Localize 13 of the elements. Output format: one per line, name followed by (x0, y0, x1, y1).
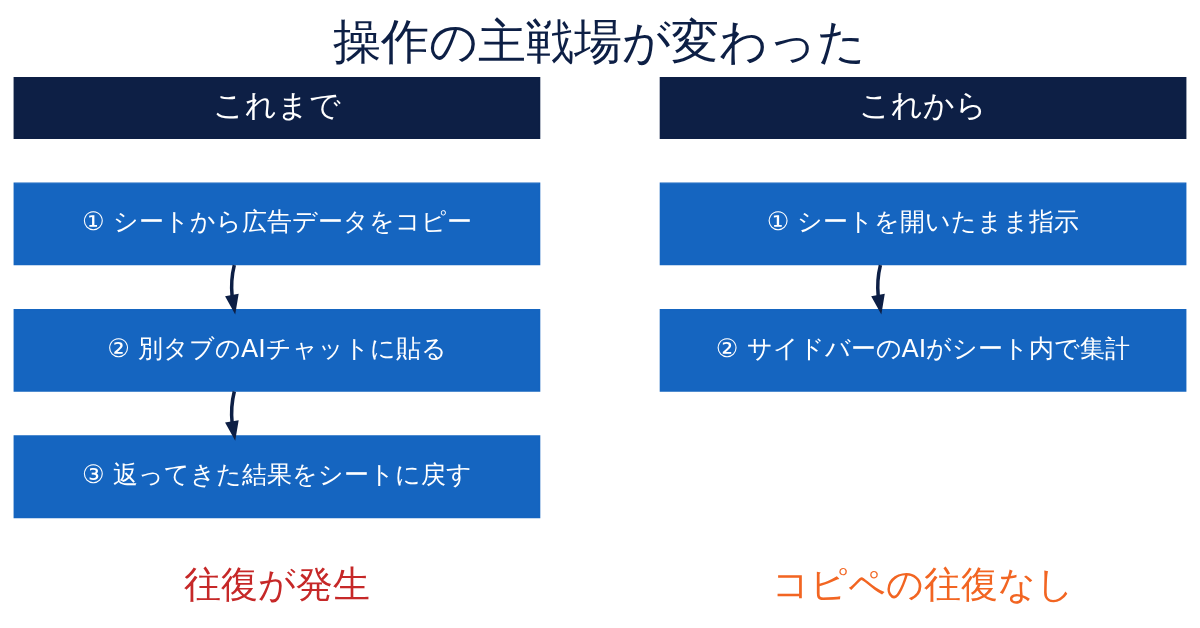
arrow (225, 390, 239, 441)
arrow (225, 264, 239, 314)
node-box: ② サイドバーのAIがシート内で集計 (659, 308, 1187, 392)
arrow (871, 264, 885, 314)
label: 往復が発生 (183, 562, 370, 606)
diagram-title: 操作の主戦場が変わった (333, 13, 867, 69)
node-box: ③ 返ってきた結果をシートに戻す (13, 434, 541, 518)
node-box: ② 別タブのAIチャットに貼る (13, 308, 541, 392)
label: コピペの往復なし (772, 562, 1075, 606)
node-box: ① シートから広告データをコピー (13, 181, 541, 265)
node-box: これから (659, 76, 1187, 139)
node-box: これまで (13, 76, 541, 139)
node-box: ① シートを開いたまま指示 (659, 181, 1187, 265)
